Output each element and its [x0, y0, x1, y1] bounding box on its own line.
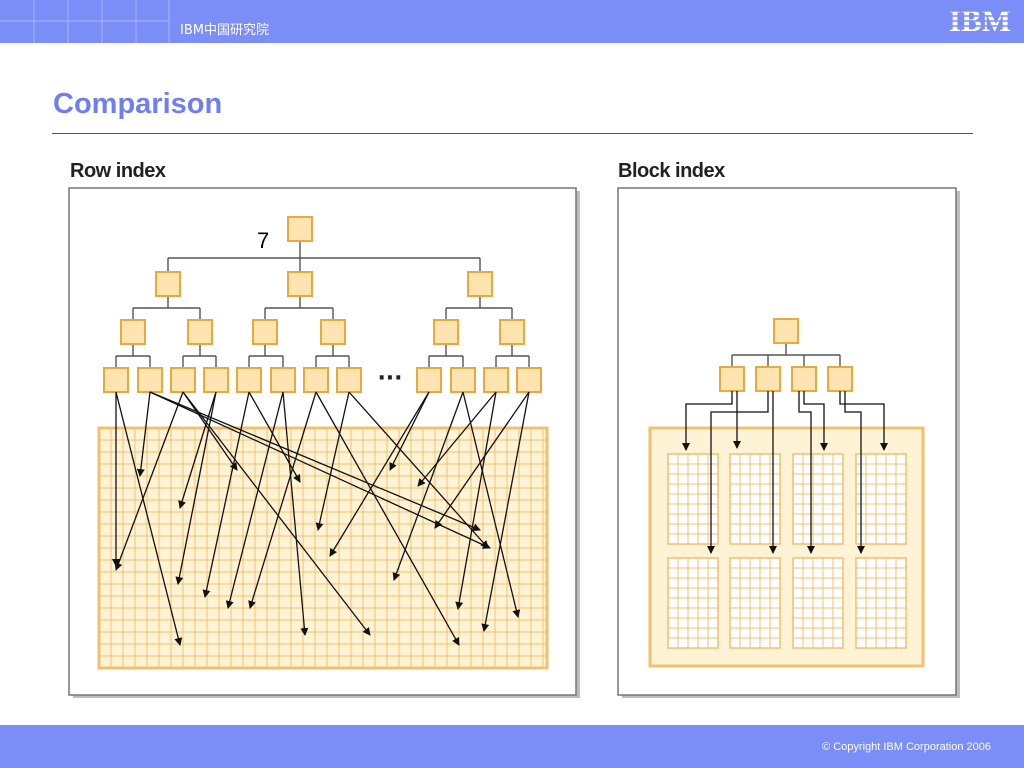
index-node — [155, 271, 181, 297]
row-grid-lines — [99, 428, 547, 668]
pointer-arrow — [149, 391, 481, 531]
index-node — [516, 367, 542, 393]
block-grid-lines — [793, 454, 843, 544]
pointer-arrow — [225, 391, 284, 609]
copyright-text: © Copyright IBM Corporation 2006 — [822, 741, 991, 753]
index-node — [791, 366, 817, 392]
data-block — [792, 453, 844, 545]
pointer-arrow — [114, 391, 184, 571]
data-block — [667, 453, 719, 545]
index-node — [287, 216, 313, 242]
pointer-arrow — [803, 391, 828, 451]
pointer-arrow — [682, 391, 733, 451]
slide-title: Comparison — [53, 88, 223, 120]
pointer-arrow — [282, 391, 309, 636]
index-node — [719, 366, 745, 392]
pointer-arrow — [844, 391, 865, 554]
index-node — [827, 366, 853, 392]
pointer-arrow — [434, 391, 530, 529]
row-index-tree — [103, 216, 542, 393]
pointer-arrow — [417, 391, 497, 487]
title-divider — [52, 133, 973, 134]
data-block — [729, 557, 781, 649]
index-node — [203, 367, 229, 393]
pointer-arrow — [178, 391, 217, 509]
node-number-label: 7 — [257, 228, 269, 253]
pointer-arrow — [798, 391, 815, 554]
pointer-arrow — [455, 391, 497, 610]
index-node — [433, 319, 459, 345]
pointer-arrow — [248, 391, 317, 609]
ibm-logo: IBM — [944, 5, 1016, 35]
row-index-panel: 7 ··· — [68, 187, 580, 698]
pointer-arrow — [115, 391, 183, 646]
block-grid-lines — [730, 454, 780, 544]
data-block — [855, 557, 907, 649]
block-grid-lines — [668, 558, 718, 648]
block-index-panel — [617, 187, 960, 698]
index-node — [252, 319, 278, 345]
index-node — [303, 367, 329, 393]
pointer-arrow — [329, 391, 430, 557]
index-node — [773, 318, 799, 344]
block-grid-lines — [793, 558, 843, 648]
index-node — [236, 367, 262, 393]
pointer-arrow — [481, 391, 530, 632]
block-index-tree — [719, 318, 853, 392]
index-node — [170, 367, 196, 393]
pointer-arrow — [707, 391, 769, 554]
index-node — [187, 319, 213, 345]
block-grid-lines — [730, 558, 780, 648]
block-index-pointers — [682, 391, 888, 554]
index-node — [320, 319, 346, 345]
data-block — [729, 453, 781, 545]
index-node — [416, 367, 442, 393]
index-node — [450, 367, 476, 393]
more-nodes-ellipsis: ··· — [377, 366, 402, 391]
index-node — [120, 319, 146, 345]
pointer-arrow — [175, 391, 217, 585]
pointer-arrow — [202, 391, 250, 598]
header-grid-decoration — [0, 0, 170, 43]
header-organization: IBM中国研究院 — [180, 23, 269, 38]
pointer-arrow — [315, 391, 350, 531]
block-index-label: Block index — [618, 160, 725, 182]
pointer-arrow — [182, 391, 371, 636]
block-grid-lines — [856, 558, 906, 648]
pointer-arrow — [149, 391, 491, 549]
index-node — [755, 366, 781, 392]
block-grid-lines — [856, 454, 906, 544]
footer-bar: © Copyright IBM Corporation 2006 — [0, 725, 1024, 768]
row-index-pointers — [112, 391, 530, 646]
index-node — [103, 367, 129, 393]
data-block — [792, 557, 844, 649]
pointer-arrow — [389, 391, 430, 471]
block-data-blocks — [667, 453, 907, 649]
pointer-arrow — [348, 391, 489, 549]
index-node — [336, 367, 362, 393]
block-grid-lines — [668, 454, 718, 544]
data-block — [855, 453, 907, 545]
pointer-arrow — [839, 391, 888, 451]
pointer-arrow — [248, 391, 301, 483]
index-node — [467, 271, 493, 297]
pointer-arrow — [182, 391, 238, 471]
pointer-arrow — [392, 391, 464, 581]
ibm-logo-text: IBM — [949, 5, 1011, 35]
index-node — [483, 367, 509, 393]
index-node — [270, 367, 296, 393]
row-index-label: Row index — [70, 160, 166, 182]
index-node — [137, 367, 163, 393]
pointer-arrow — [136, 391, 151, 477]
index-node — [287, 271, 313, 297]
pointer-arrow — [462, 391, 521, 618]
data-block — [667, 557, 719, 649]
row-data-grid — [99, 428, 547, 668]
index-node — [499, 319, 525, 345]
header-bar: IBM中国研究院 IBM — [0, 0, 1024, 43]
